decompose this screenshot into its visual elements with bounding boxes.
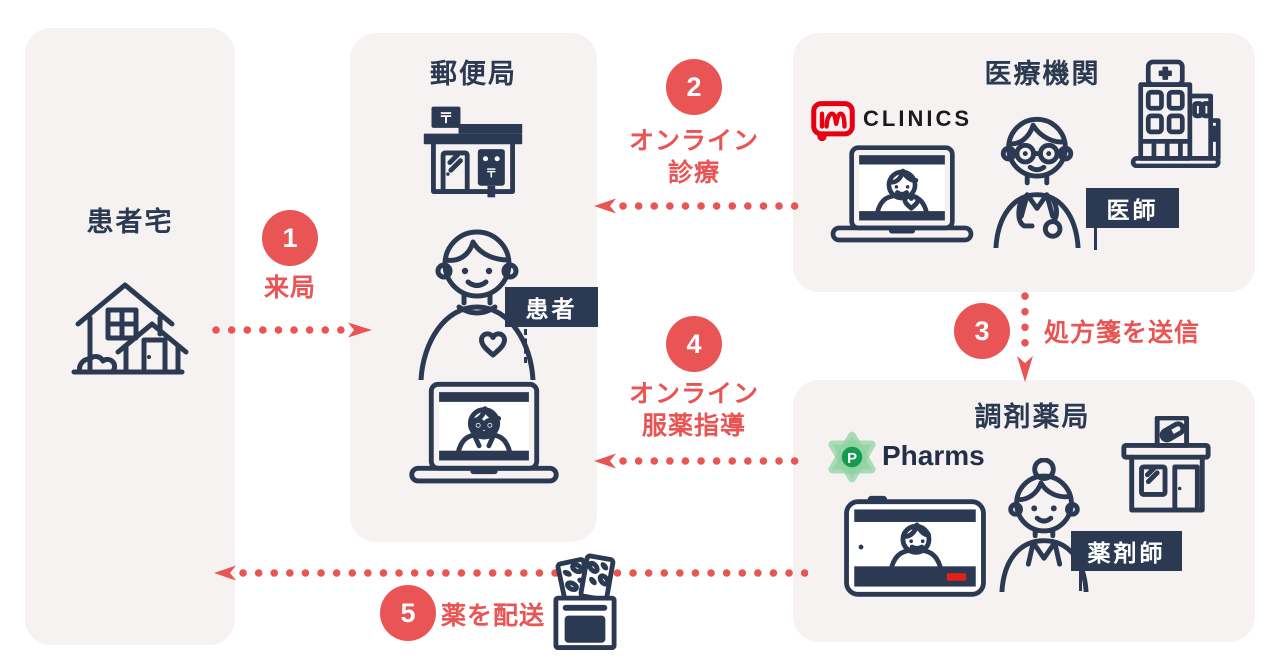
pharms-logo-initial: P xyxy=(847,450,857,467)
pharms-logo-text: Pharms xyxy=(882,440,985,471)
patient-tag: 患者 xyxy=(505,287,598,327)
clinics-logo-icon xyxy=(811,101,855,142)
clinics-logo-text: CLINICS xyxy=(863,106,972,131)
post-office-title: 郵便局 xyxy=(430,59,517,89)
patient-tag-label: 患者 xyxy=(525,296,578,322)
doctor-person-icon xyxy=(993,116,1081,248)
step2-label-line2: 診療 xyxy=(667,159,720,187)
arrow-step3-down xyxy=(1017,292,1033,382)
step4-label: オンライン 服薬指導 xyxy=(600,378,788,442)
doctor-tag-label: 医師 xyxy=(1106,197,1159,223)
pharmacist-tag-post xyxy=(1079,571,1082,591)
step2-label-line1: オンライン xyxy=(628,127,759,155)
arrow-step1-right xyxy=(212,322,372,338)
tablet-patient-video-icon xyxy=(844,495,986,597)
post-office-icon: 〒 〒 xyxy=(423,106,523,198)
laptop-patient-video-icon xyxy=(830,145,974,243)
step3-label: 処方箋を送信 xyxy=(1044,319,1201,347)
pharmacy-store-icon xyxy=(1121,416,1211,513)
patient-home-title: 患者宅 xyxy=(86,207,174,237)
step4-number: 4 xyxy=(686,328,702,359)
step2-number: 2 xyxy=(686,71,702,102)
house-icon xyxy=(71,282,189,375)
doctor-tag: 医師 xyxy=(1086,188,1179,228)
step4-badge: 4 xyxy=(666,316,722,372)
step4-label-line1: オンライン xyxy=(628,380,759,408)
step5-label: 薬を配送 xyxy=(441,602,546,630)
hospital-icon xyxy=(1130,59,1221,168)
postal-mark-sign: 〒 xyxy=(439,111,453,127)
medical-institution-title: 医療機関 xyxy=(984,59,1101,89)
step5-number: 5 xyxy=(400,597,416,628)
arrow-step2-left xyxy=(594,198,805,214)
pharms-logo-icon: P xyxy=(828,431,876,483)
pharmacist-person-icon xyxy=(999,458,1089,592)
step1-label: 来局 xyxy=(263,274,316,302)
pharmacist-tag-label: 薬剤師 xyxy=(1087,540,1166,566)
arrow-step4-left xyxy=(594,453,805,469)
step4-label-line2: 服薬指導 xyxy=(641,412,746,440)
pharmacy-title: 調剤薬局 xyxy=(974,402,1091,432)
step2-label: オンライン 診療 xyxy=(600,125,788,189)
pharmacist-tag: 薬剤師 xyxy=(1071,531,1182,571)
postal-mark-postbox: 〒 xyxy=(486,167,498,180)
step1-badge: 1 xyxy=(262,210,318,266)
medicine-box-icon xyxy=(553,553,617,650)
step3-number: 3 xyxy=(974,315,990,346)
step3-badge: 3 xyxy=(954,303,1010,359)
patient-tag-post xyxy=(524,329,527,363)
arrow-step5-left xyxy=(214,565,808,581)
step1-number: 1 xyxy=(282,222,298,253)
step5-badge: 5 xyxy=(380,585,436,641)
step2-badge: 2 xyxy=(666,59,722,115)
doctor-tag-post xyxy=(1094,228,1097,250)
laptop-doctor-video-icon xyxy=(409,381,559,484)
